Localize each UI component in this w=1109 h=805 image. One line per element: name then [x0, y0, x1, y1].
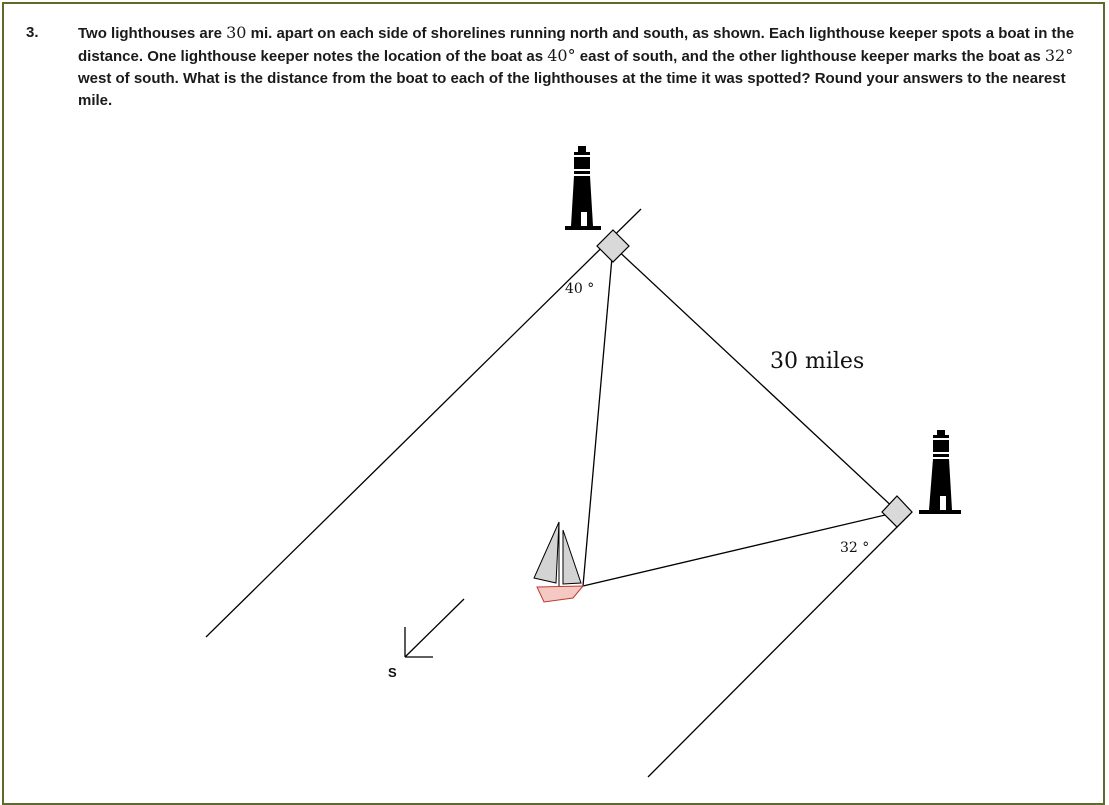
text-part-4: west of south. What is the distance from… — [78, 70, 1066, 109]
text-part-2: mi. apart on each side of shorelines run… — [78, 25, 1075, 65]
angle-label-top: 40 ° — [565, 281, 594, 297]
distance-value: 30 — [226, 23, 247, 42]
lighthouse-to-lighthouse-line — [612, 245, 899, 513]
text-part-1: Two lighthouses are — [78, 25, 227, 42]
right-lighthouse-icon — [919, 430, 961, 514]
top-lighthouse-icon — [565, 146, 601, 230]
top-right-angle-marker — [596, 229, 630, 263]
right-right-angle-marker — [881, 495, 913, 528]
angle-west-value: 32° — [1044, 46, 1074, 65]
left-shoreline — [205, 208, 642, 638]
south-arrow-icon — [404, 598, 465, 658]
problem-text: Two lighthouses are 30 mi. apart on each… — [78, 22, 1088, 112]
distance-label: 30 miles — [770, 349, 864, 374]
top-lighthouse-to-boat-line — [582, 245, 614, 587]
right-lighthouse-to-boat-line — [582, 511, 899, 587]
boat-hull — [536, 585, 585, 603]
right-shoreline — [647, 511, 913, 778]
sailboat-icon — [533, 521, 585, 603]
text-part-3: east of south, and the other lighthouse … — [575, 48, 1045, 65]
angle-east-value: 40° — [547, 46, 576, 65]
sail-left — [533, 521, 560, 584]
compass-label: S — [388, 665, 397, 680]
sail-right — [562, 529, 582, 585]
problem-number: 3. — [26, 24, 39, 41]
angle-label-right: 32 ° — [840, 540, 869, 556]
